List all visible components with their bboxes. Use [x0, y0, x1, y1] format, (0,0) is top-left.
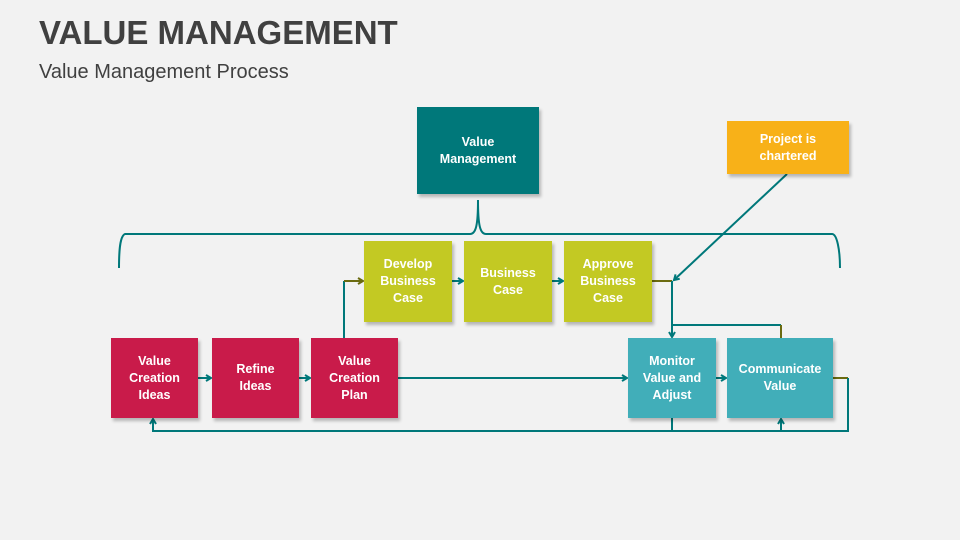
node-value-creation-ideas[interactable]: Value Creation Ideas — [111, 338, 198, 418]
edge-feedback-loop — [149, 378, 849, 432]
node-label: Monitor Value and Adjust — [642, 353, 702, 402]
node-label: Business Case — [480, 265, 536, 297]
node-label: Develop Business Case — [380, 257, 436, 305]
group-brace — [118, 199, 841, 269]
node-refine-ideas[interactable]: Refine Ideas — [212, 338, 299, 418]
node-label: Approve Business Case — [580, 257, 636, 305]
node-value-creation-plan[interactable]: Value Creation Plan — [311, 338, 398, 418]
node-business-case[interactable]: Business Case — [464, 241, 552, 322]
page-subtitle: Value Management Process — [39, 61, 289, 83]
node-monitor-value-and-adjust[interactable]: Monitor Value and Adjust — [628, 338, 716, 418]
node-label: Value Creation Plan — [329, 353, 380, 402]
edge-chartered-to-junction — [672, 173, 788, 282]
node-label: Value Creation Ideas — [129, 353, 180, 402]
node-label: Communicate Value — [738, 362, 822, 393]
node-label: Value Management — [439, 134, 517, 166]
node-label: Project is chartered — [759, 131, 817, 163]
node-label: Refine Ideas — [236, 362, 275, 393]
node-approve-business-case[interactable]: Approve Business Case — [564, 241, 652, 322]
node-communicate-value[interactable]: Communicate Value — [727, 338, 833, 418]
node-project-chartered[interactable]: Project is chartered — [727, 121, 849, 174]
node-value-management[interactable]: Value Management — [417, 107, 539, 194]
node-develop-business-case[interactable]: Develop Business Case — [364, 241, 452, 322]
page-title: VALUE MANAGEMENT — [39, 14, 398, 51]
